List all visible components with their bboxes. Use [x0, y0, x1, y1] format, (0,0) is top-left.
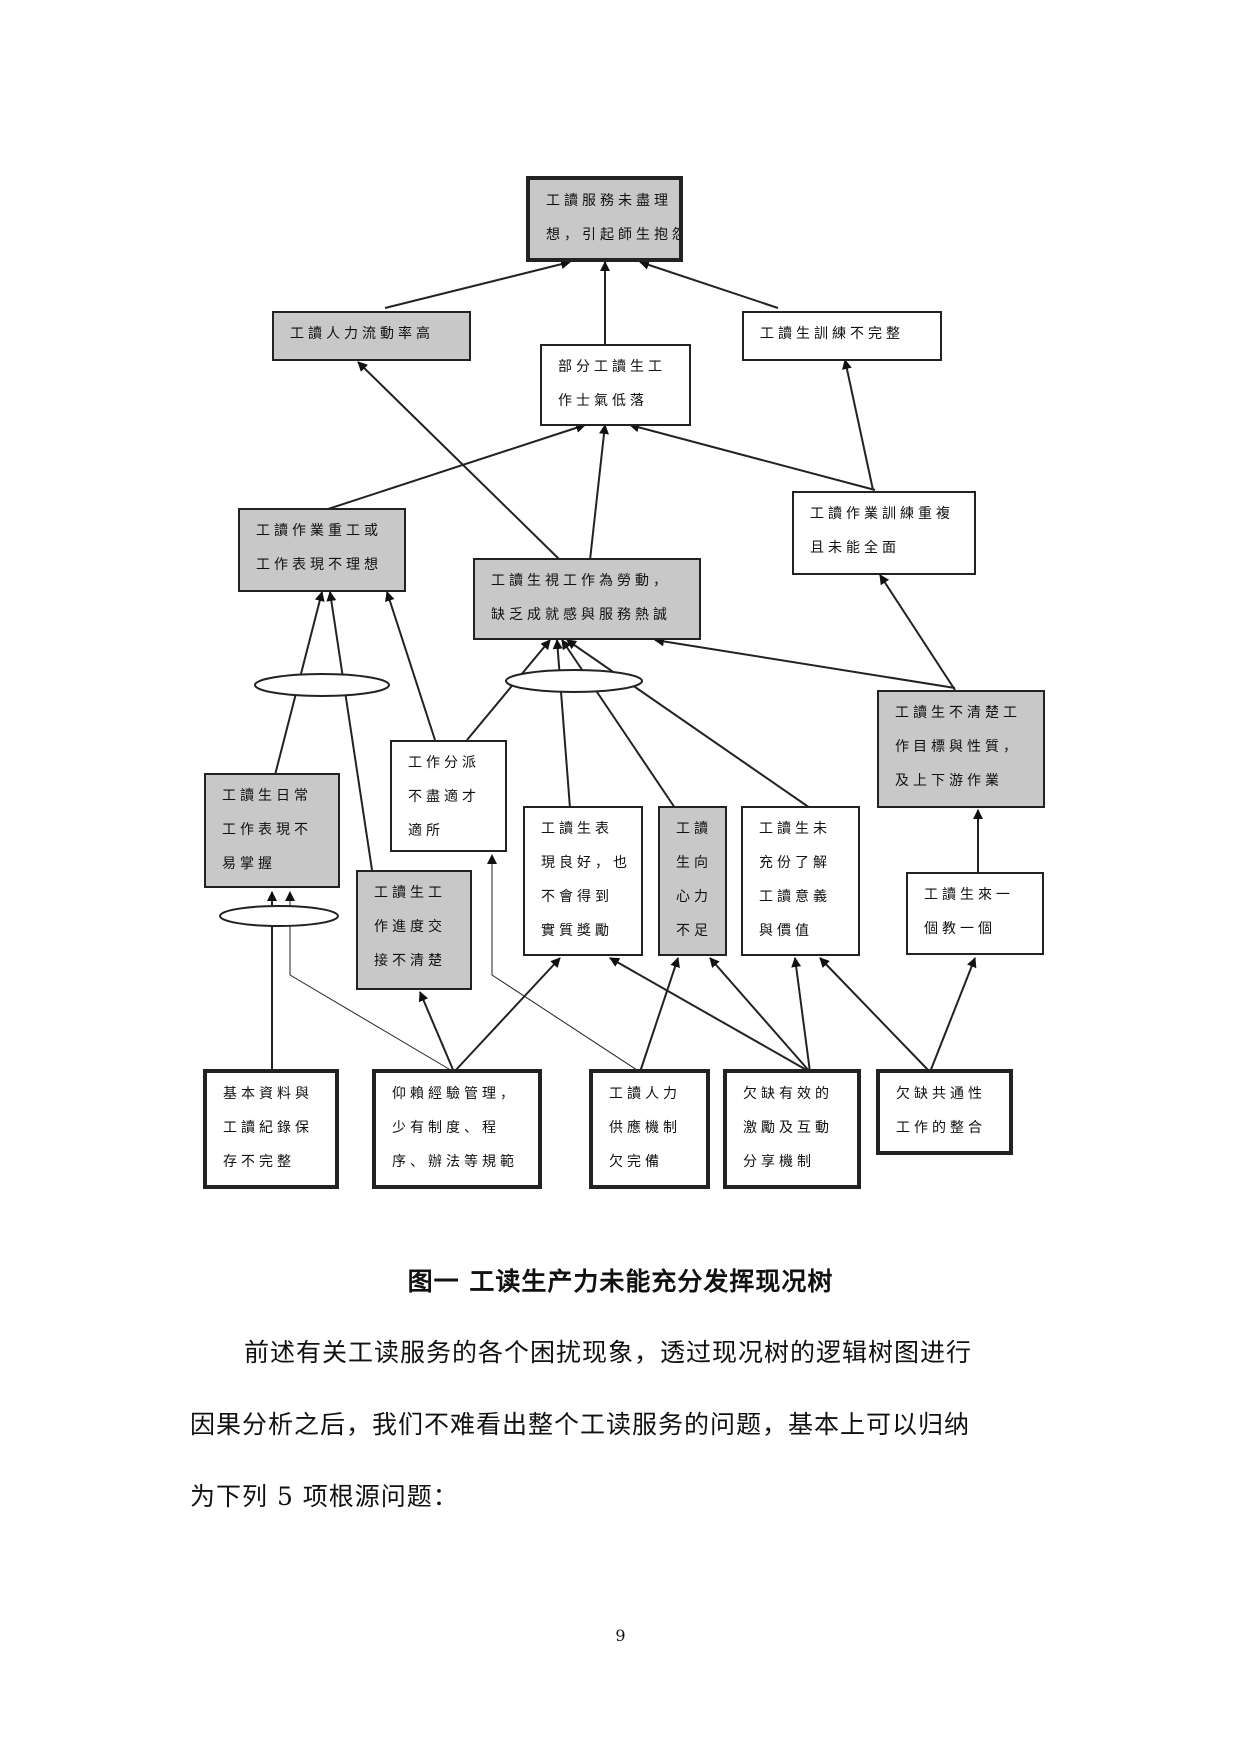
- root-cause-experience-management: 仰賴經驗管理， 少有制度、程 序、辦法等規範: [372, 1069, 542, 1189]
- root-cause-incentive-mechanism: 欠缺有效的 激勵及互動 分享機制: [723, 1069, 861, 1189]
- root-cause-records: 基本資料與 工讀紀錄保 存不完整: [203, 1069, 339, 1189]
- edge: [791, 957, 811, 1073]
- node-work-as-labor: 工讀生視工作為勞動， 缺乏成就感與服務熱誠: [473, 558, 701, 640]
- node-low-morale: 部分工讀生工 作士氣低落: [540, 344, 691, 426]
- edge: [654, 636, 956, 689]
- node-progress-handover: 工讀生工 作進度交 接不清楚: [356, 870, 472, 990]
- node-high-turnover: 工讀人力流動率高: [272, 311, 471, 361]
- and-connector: [219, 905, 339, 927]
- paragraph-line: 因果分析之后，我们不难看出整个工读服务的问题，基本上可以归纳: [190, 1410, 971, 1439]
- edge: [566, 639, 811, 809]
- edge: [418, 991, 455, 1073]
- node-unclear-goals: 工讀生不清楚工 作目標與性質， 及上下游作業: [877, 690, 1045, 808]
- edge: [819, 957, 931, 1073]
- edge: [709, 957, 811, 1073]
- node-work-assignment: 工作分派 不盡適才 適所: [390, 740, 507, 852]
- root-cause-common-work-integration: 欠缺共通性 工作的整合: [876, 1069, 1013, 1155]
- edge: [385, 591, 436, 741]
- page-number: 9: [615, 1626, 626, 1645]
- node-not-understand-meaning: 工讀生未 充份了解 工讀意義 與價值: [741, 806, 860, 956]
- edge: [487, 854, 641, 1073]
- node-teach-one-by-one: 工讀生來一 個教一個: [906, 872, 1044, 955]
- and-connector: [505, 669, 643, 693]
- edge: [324, 423, 586, 511]
- edge: [929, 957, 977, 1073]
- edge: [357, 361, 561, 561]
- edge: [326, 591, 373, 871]
- edge: [879, 574, 956, 691]
- edge: [629, 422, 876, 491]
- and-connector: [254, 673, 390, 697]
- figure-caption: 图一 工读生产力未能充分发挥现况树: [407, 1267, 834, 1296]
- edge: [466, 639, 551, 741]
- node-low-loyalty: 工讀 生向 心力 不足: [658, 806, 727, 956]
- node-training-repeated: 工讀作業訓練重複 且未能全面: [792, 491, 976, 575]
- root-cause-supply-mechanism: 工讀人力 供應機制 欠完備: [589, 1069, 710, 1189]
- node-no-reward: 工讀生表 現良好，也 不會得到 實質獎勵: [523, 806, 643, 956]
- edge: [453, 957, 561, 1073]
- effect-node-service-unsatisfactory: 工讀服務未盡理 想，引起師生抱怨: [526, 176, 683, 262]
- edge: [561, 639, 676, 809]
- node-training-incomplete: 工讀生訓練不完整: [742, 311, 942, 361]
- edge: [639, 260, 779, 309]
- paragraph-line: 前述有关工读服务的各个困扰现象，透过现况树的逻辑树图进行: [244, 1338, 973, 1367]
- edge: [842, 359, 874, 491]
- edge: [589, 424, 609, 561]
- node-daily-performance: 工讀生日常 工作表現不 易掌握: [204, 773, 340, 888]
- edge: [384, 259, 571, 309]
- paragraph-line: 为下列 5 项根源问题：: [190, 1482, 459, 1511]
- edge: [609, 957, 811, 1073]
- node-rework-poor-performance: 工讀作業重工或 工作表現不理想: [238, 508, 406, 592]
- edge: [552, 639, 571, 809]
- edge: [639, 957, 680, 1073]
